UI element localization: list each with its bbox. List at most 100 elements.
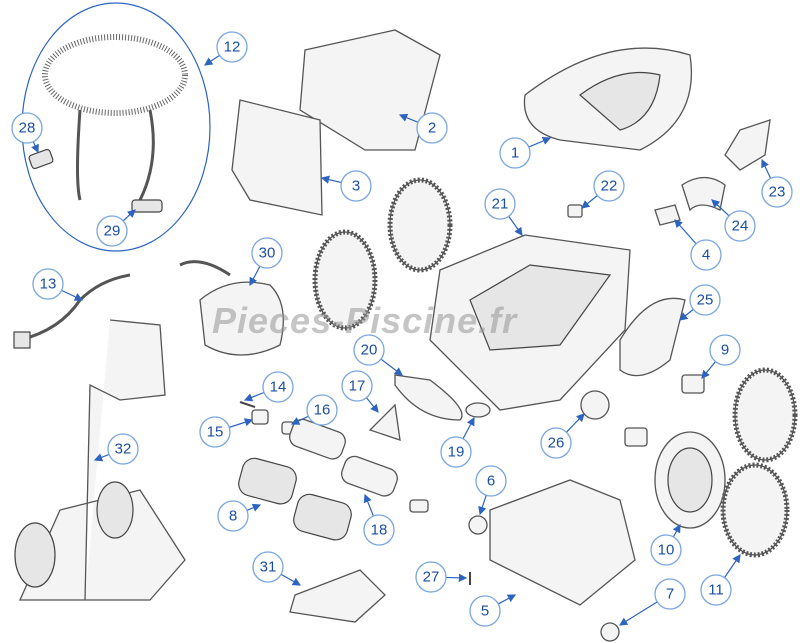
callout-number: 25 bbox=[697, 292, 714, 309]
part-connector bbox=[131, 199, 163, 213]
callout-number: 26 bbox=[548, 435, 565, 452]
callout-number: 16 bbox=[314, 402, 331, 419]
callout-number: 11 bbox=[708, 582, 724, 599]
callout-circle bbox=[690, 239, 722, 271]
cable-group-outline bbox=[21, 2, 211, 252]
part-brush-upper bbox=[238, 457, 297, 505]
callout-circle bbox=[654, 578, 686, 610]
callout-8: 8 bbox=[217, 500, 249, 532]
callout-circle bbox=[709, 334, 741, 366]
callout-number: 18 bbox=[371, 522, 388, 539]
callout-circle bbox=[252, 551, 284, 583]
callout-20: 20 bbox=[353, 334, 385, 366]
callout-1: 1 bbox=[499, 137, 531, 169]
callout-3: 3 bbox=[340, 170, 372, 202]
callout-number: 28 bbox=[19, 120, 36, 137]
callout-number: 13 bbox=[40, 276, 57, 293]
callout-number: 23 bbox=[769, 184, 786, 201]
part-wheel-upper-right bbox=[732, 367, 798, 463]
leader-line-29 bbox=[122, 209, 136, 222]
part-20 bbox=[394, 374, 463, 421]
callout-circle bbox=[440, 436, 472, 468]
part-base bbox=[489, 479, 636, 606]
callout-25: 25 bbox=[689, 284, 721, 316]
callout-31: 31 bbox=[252, 551, 284, 583]
leader-lines bbox=[31, 54, 772, 626]
part-wheel-11 bbox=[720, 462, 790, 558]
callout-number: 20 bbox=[361, 342, 378, 359]
callout-number: 5 bbox=[481, 603, 489, 620]
part-swivel bbox=[28, 148, 54, 170]
part-cable-coil bbox=[42, 34, 188, 201]
callout-number: 3 bbox=[352, 178, 360, 195]
leader-line-1 bbox=[528, 136, 552, 148]
callout-circle bbox=[499, 137, 531, 169]
callout-circle bbox=[469, 595, 501, 627]
part-19 bbox=[465, 402, 491, 418]
callout-circle bbox=[593, 170, 625, 202]
callout-12: 12 bbox=[216, 31, 248, 63]
callout-circle bbox=[416, 112, 448, 144]
leader-line-31 bbox=[280, 573, 302, 586]
callout-15: 15 bbox=[199, 416, 231, 448]
leader-line-32 bbox=[93, 453, 110, 462]
part-power-cable bbox=[179, 260, 231, 277]
leader-line-28 bbox=[31, 141, 39, 154]
callout-number: 22 bbox=[601, 178, 618, 195]
leader-line-7 bbox=[618, 601, 658, 626]
callout-23: 23 bbox=[761, 176, 793, 208]
part-wheel-10 bbox=[654, 431, 726, 529]
leader-line-30 bbox=[249, 265, 261, 287]
callout-circle bbox=[484, 188, 516, 220]
callout-circle bbox=[540, 427, 572, 459]
callout-number: 27 bbox=[423, 569, 440, 586]
part-caddy bbox=[18, 319, 186, 601]
callout-circle bbox=[199, 416, 231, 448]
leader-line-12 bbox=[204, 54, 220, 66]
leader-line-22 bbox=[581, 195, 598, 209]
callout-number: 9 bbox=[721, 342, 729, 359]
part-7 bbox=[600, 622, 620, 642]
part-roller-tube-upper bbox=[289, 418, 346, 460]
leader-line-21 bbox=[508, 215, 523, 236]
callout-number: 2 bbox=[428, 120, 436, 137]
leader-line-26 bbox=[565, 413, 585, 433]
callout-26: 26 bbox=[540, 427, 572, 459]
callout-circle bbox=[32, 268, 64, 300]
callout-circle bbox=[700, 574, 732, 606]
callout-number: 14 bbox=[270, 379, 287, 396]
callout-19: 19 bbox=[440, 436, 472, 468]
leader-line-20 bbox=[380, 358, 403, 376]
part-24 bbox=[681, 176, 726, 212]
callout-4: 4 bbox=[690, 239, 722, 271]
part-power-supply bbox=[199, 281, 284, 356]
leader-line-14 bbox=[243, 391, 265, 402]
part-9 bbox=[681, 374, 705, 394]
leader-line-11 bbox=[723, 554, 741, 578]
callout-circle bbox=[363, 514, 395, 546]
callout-6: 6 bbox=[475, 465, 507, 497]
callout-24: 24 bbox=[724, 210, 756, 242]
leader-line-24 bbox=[711, 199, 730, 217]
callout-11: 11 bbox=[700, 574, 732, 606]
callout-circle bbox=[306, 394, 338, 426]
leader-line-27 bbox=[445, 573, 468, 582]
callout-number: 24 bbox=[732, 218, 749, 235]
callout-number: 21 bbox=[492, 196, 509, 213]
leader-line-23 bbox=[761, 158, 772, 179]
part-chassis-inner bbox=[469, 264, 612, 351]
leader-line-17 bbox=[365, 397, 379, 413]
callout-number: 29 bbox=[104, 223, 121, 240]
part-17 bbox=[368, 403, 401, 441]
part-wheel-left-front bbox=[312, 229, 378, 331]
part-23 bbox=[724, 119, 771, 171]
part-31 bbox=[289, 569, 386, 623]
callout-32: 32 bbox=[107, 433, 139, 465]
leader-line-16 bbox=[290, 415, 309, 425]
callout-9: 9 bbox=[709, 334, 741, 366]
part-6 bbox=[468, 515, 488, 535]
callout-number: 7 bbox=[666, 586, 674, 603]
callout-circle bbox=[650, 534, 682, 566]
